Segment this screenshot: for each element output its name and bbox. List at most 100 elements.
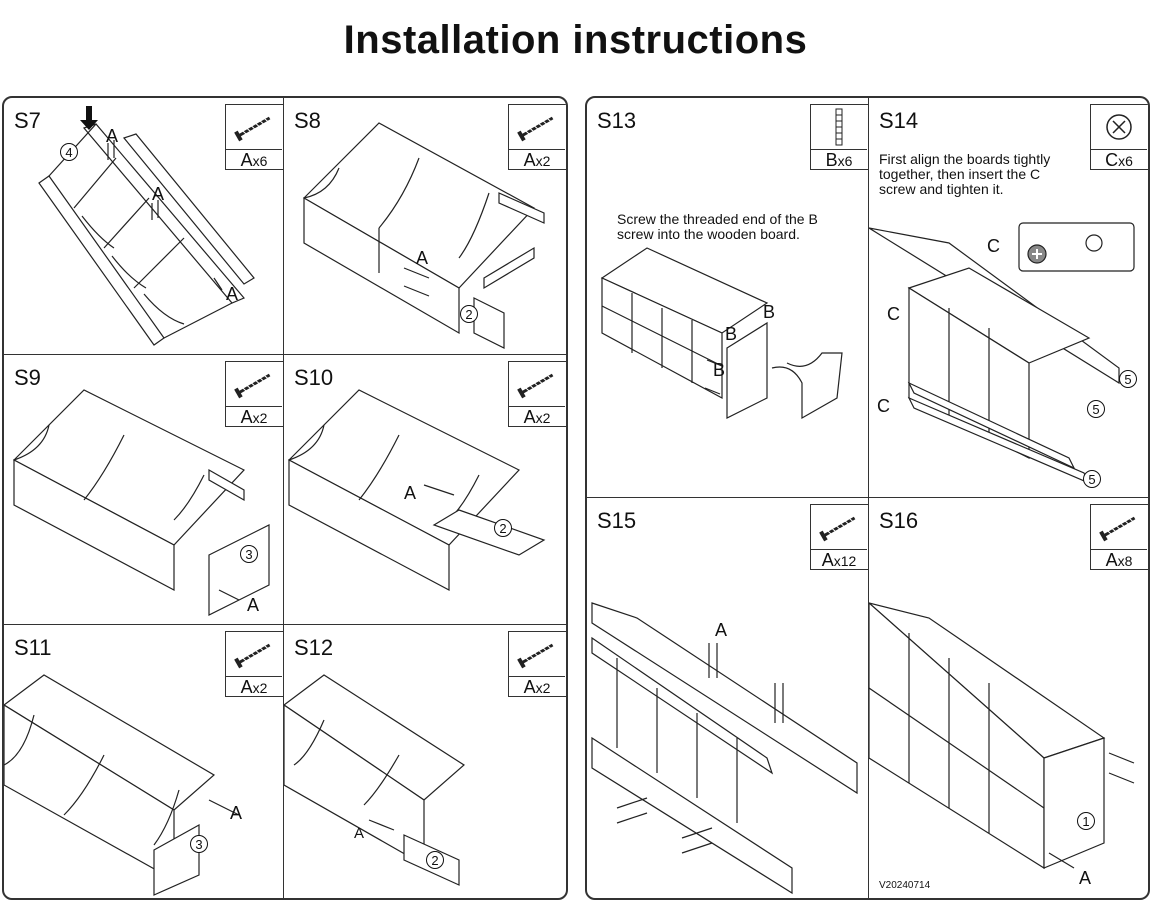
screw-label: A [247, 595, 260, 615]
screw-label: A [354, 825, 365, 842]
part-number-circle: 2 [460, 305, 478, 323]
step-s13-note: Screw the threaded end of the B screw in… [617, 212, 818, 242]
screw-label: A [404, 483, 417, 503]
part-number-circle: 2 [494, 519, 512, 537]
note-line: together, then insert the C [879, 166, 1041, 182]
part-box: Ax6 [225, 104, 283, 170]
note-line: First align the boards tightly [879, 151, 1051, 167]
step-s10-diagram [288, 389, 546, 591]
wood-screw-icon [226, 632, 282, 677]
step-s14-note: First align the boards tightly together,… [879, 152, 1050, 197]
part-letter: A [1105, 550, 1118, 570]
part-number-circle: 1 [1077, 812, 1095, 830]
step-s14-label: S14 [879, 108, 919, 133]
right-instruction-page: S13 Screw the threaded end of the B scre… [585, 96, 1150, 900]
screw-label: A [1079, 868, 1092, 888]
part-letter: A [240, 677, 253, 697]
step-s9-label: S9 [14, 365, 41, 390]
screw-label: A [230, 803, 243, 823]
part-letter: A [523, 677, 536, 697]
part-quantity: x2 [535, 410, 551, 426]
step-s7-diagram [38, 106, 255, 346]
step-s11-panel: S11 A 3 Ax2 [4, 625, 284, 898]
wood-screw-icon [509, 105, 565, 150]
part-number-circle: 2 [426, 851, 444, 869]
step-s8-diagram [303, 122, 545, 349]
part-box: Bx6 [810, 104, 868, 170]
part-letter: C [1105, 150, 1119, 170]
step-s8-panel: S8 A 2 Ax2 [284, 98, 566, 355]
wood-screw-icon [1091, 505, 1147, 550]
step-s12-diagram [284, 674, 465, 886]
part-letter: A [821, 550, 834, 570]
part-number-circle: 5 [1087, 400, 1105, 418]
part-quantity: x6 [837, 153, 853, 169]
step-s15-panel: S15 A Ax12 [587, 498, 869, 898]
step-s13-label: S13 [597, 108, 637, 133]
part-letter: A [240, 150, 253, 170]
note-line: screw and tighten it. [879, 181, 1004, 197]
part-letter: A [240, 407, 253, 427]
part-number-circle: 5 [1083, 470, 1101, 488]
step-s15-diagram [591, 602, 858, 895]
screw-label: C [987, 236, 1000, 256]
step-s12-label: S12 [294, 635, 334, 660]
step-s11-label: S11 [14, 635, 52, 660]
part-letter: B [825, 150, 838, 170]
wood-screw-icon [811, 505, 867, 550]
dowel-bolt-icon [811, 105, 867, 150]
screw-label: A [106, 126, 119, 146]
wood-screw-icon [226, 362, 282, 407]
step-s12-panel: S12 A 2 Ax2 [284, 625, 566, 898]
part-box: Cx6 [1090, 104, 1148, 170]
step-s7-panel: S7 4 A A A Ax6 [4, 98, 284, 355]
screw-label: A [416, 248, 429, 268]
screw-label: A [226, 284, 239, 304]
step-s15-label: S15 [597, 508, 637, 533]
part-box: Ax12 [810, 504, 868, 570]
step-s14-panel: S14 First align the boards tightly toget… [869, 98, 1148, 498]
step-s16-diagram [869, 602, 1135, 870]
cam-lock-icon [1091, 105, 1147, 150]
part-letter: A [523, 150, 536, 170]
part-box: Ax2 [508, 104, 566, 170]
part-number-circle: 3 [240, 545, 258, 563]
part-quantity: x6 [252, 153, 268, 169]
part-quantity: x2 [535, 680, 551, 696]
step-s16-label: S16 [879, 508, 919, 533]
step-s9-diagram [13, 389, 270, 616]
screw-label: B [725, 324, 738, 344]
wood-screw-icon [509, 362, 565, 407]
step-s16-panel: S16 1 A V20240714 Ax8 [869, 498, 1148, 898]
screw-label: C [887, 304, 900, 324]
screw-label: B [763, 302, 776, 322]
part-number-circle: 3 [190, 835, 208, 853]
part-quantity: x2 [252, 680, 268, 696]
step-s13-panel: S13 Screw the threaded end of the B scre… [587, 98, 869, 498]
step-s14-diagram [869, 222, 1135, 485]
step-s7-label: S7 [14, 108, 41, 133]
part-quantity: x8 [1117, 553, 1133, 569]
step-s9-panel: S9 3 A Ax2 [4, 355, 284, 625]
step-s13-diagram [600, 247, 843, 420]
page-title: Installation instructions [343, 18, 808, 62]
part-letter: A [523, 407, 536, 427]
part-quantity: x2 [252, 410, 268, 426]
part-number-circle: 5 [1119, 370, 1137, 388]
part-box: Ax2 [225, 631, 283, 697]
step-s10-panel: S10 A 2 Ax2 [284, 355, 566, 625]
part-quantity: x2 [535, 153, 551, 169]
wood-screw-icon [226, 105, 282, 150]
part-number-circle: 4 [60, 143, 78, 161]
wood-screw-icon [509, 632, 565, 677]
part-box: Ax2 [508, 361, 566, 427]
step-s10-label: S10 [294, 365, 334, 390]
step-s8-label: S8 [294, 108, 321, 133]
version-code: V20240714 [879, 880, 931, 891]
part-quantity: x12 [833, 553, 857, 569]
note-line: screw into the wooden board. [617, 226, 800, 242]
screw-label: C [877, 396, 890, 416]
part-quantity: x6 [1118, 153, 1133, 169]
screw-label: A [152, 184, 165, 204]
left-instruction-page: S7 4 A A A Ax6 S8 A 2 [2, 96, 568, 900]
